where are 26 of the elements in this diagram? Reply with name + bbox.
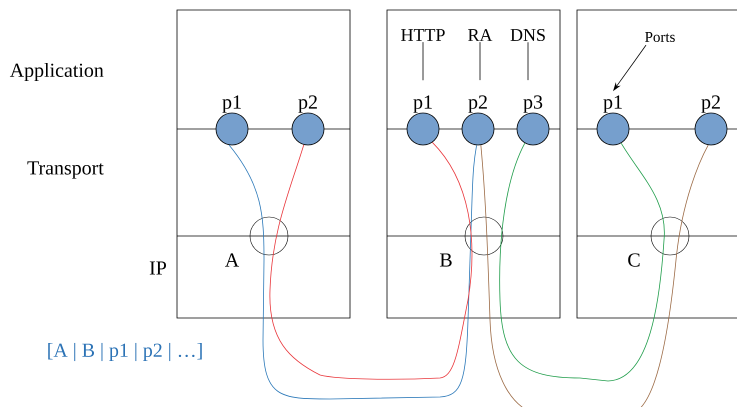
address-format: [A | B | p1 | p2 | …] (48, 342, 202, 362)
node-label: p3 (523, 95, 542, 113)
connection-curve (480, 144, 709, 407)
layer-label: IP (150, 261, 166, 275)
host-letter: A (225, 253, 240, 267)
host-letter: B (440, 253, 452, 267)
protocol-label: Ports (645, 32, 675, 42)
node-label: p1 (603, 95, 622, 113)
protocol-label: RA (468, 29, 492, 41)
node-label: p2 (298, 95, 317, 113)
host-box (176, 10, 350, 318)
protocol-label: HTTP (401, 29, 445, 41)
node-label: p2 (701, 95, 720, 113)
host-box (386, 10, 560, 318)
node-label: p1 (413, 95, 432, 113)
connection-curve (270, 142, 472, 380)
protocol-label: DNS (510, 28, 545, 42)
host-box (576, 10, 737, 318)
host-letter: C (628, 253, 640, 267)
node-label: p1 (222, 95, 241, 113)
layer-label: Transport (27, 161, 104, 179)
leader-line (422, 42, 424, 81)
connection-curve (228, 144, 477, 400)
connection-curve (499, 142, 665, 382)
layer-label: Application (10, 62, 104, 82)
node-label: p2 (468, 95, 487, 113)
